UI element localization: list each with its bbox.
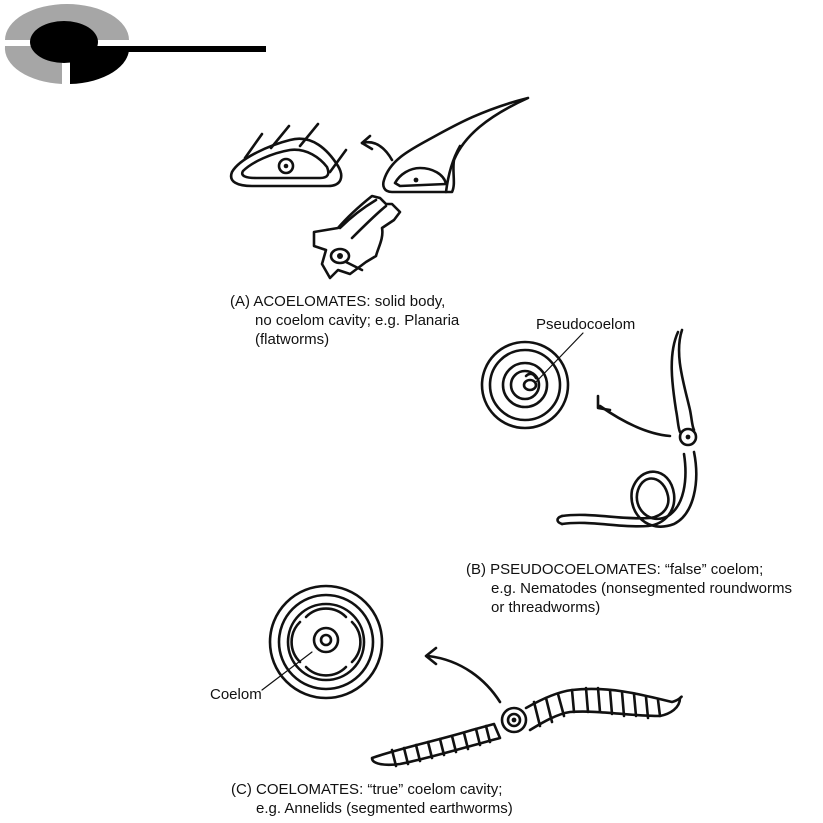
- chapter-badge-icon: [5, 4, 266, 84]
- earthworm-body: [372, 688, 682, 766]
- roundworm-body: [558, 330, 697, 527]
- caption-coelomates: (C) COELOMATES: “true” coelom cavity; e.…: [231, 780, 513, 818]
- roundworm-cross-section: [482, 333, 583, 428]
- caption-a-line2: no coelom cavity; e.g. Planaria: [230, 311, 459, 330]
- caption-acoelomates: (A) ACOELOMATES: solid body, no coelom c…: [230, 292, 459, 349]
- label-pseudocoelom: Pseudocoelom: [536, 315, 635, 334]
- arrow-a-icon: [362, 136, 392, 160]
- caption-c-line1: (C) COELOMATES: “true” coelom cavity;: [231, 781, 502, 798]
- planarian-fragment: [314, 196, 400, 278]
- caption-b-line1: (B) PSEUDOCOELOMATES: “false” coelom;: [466, 561, 763, 578]
- caption-a-line1: (A) ACOELOMATES: solid body,: [230, 293, 445, 310]
- planarian-body: [383, 98, 528, 192]
- label-coelom: Coelom: [210, 685, 262, 704]
- caption-pseudocoelomates: (B) PSEUDOCOELOMATES: “false” coelom; e.…: [466, 560, 792, 617]
- caption-a-line3: (flatworms): [230, 330, 459, 349]
- caption-b-line3: or threadworms): [466, 598, 792, 617]
- caption-c-line2: e.g. Annelids (segmented earthworms): [231, 799, 513, 818]
- earthworm-cross-section: [262, 586, 382, 698]
- arrow-b-icon: [598, 396, 670, 436]
- arrow-c-icon: [426, 648, 500, 702]
- planarian-cross-section: [231, 124, 346, 186]
- caption-b-line2: e.g. Nematodes (nonsegmented roundworms: [466, 579, 792, 598]
